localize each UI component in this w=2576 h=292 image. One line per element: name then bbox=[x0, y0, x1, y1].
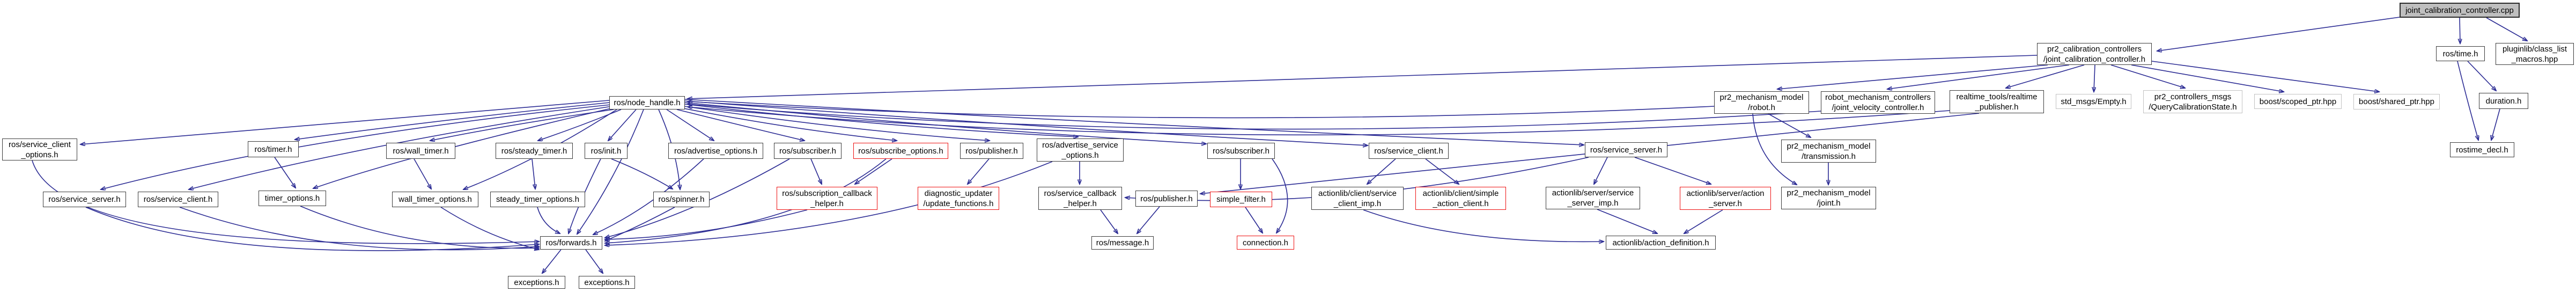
node-ros-publisher-h[interactable]: ros/publisher.h bbox=[960, 143, 1023, 159]
node-ros-service-client-h-2[interactable]: ros/service_client.h bbox=[1369, 143, 1449, 159]
node-exceptions-h[interactable]: exceptions.h bbox=[508, 276, 565, 289]
node-actionlib-client-service-client-imp-h[interactable]: actionlib/client/service_client_imp.h bbox=[1311, 187, 1404, 210]
node-ros-advertise-options-h[interactable]: ros/advertise_options.h bbox=[668, 143, 763, 159]
node-ros-message-h[interactable]: ros/message.h bbox=[1091, 236, 1154, 250]
node-exceptions-h-2[interactable]: exceptions.h bbox=[579, 276, 635, 289]
node-actionlib-action-definition-h[interactable]: actionlib/action_definition.h bbox=[1606, 236, 1716, 250]
node-pr2-mechanism-model-robot-h[interactable]: pr2_mechanism_model/robot.h bbox=[1714, 91, 1809, 114]
node-ros-subscribe-options-h[interactable]: ros/subscribe_options.h bbox=[853, 143, 948, 159]
node-ros-advertise-service-options-h[interactable]: ros/advertise_service_options.h bbox=[1037, 138, 1124, 162]
node-std-msgs-empty-h: std_msgs/Empty.h bbox=[2056, 94, 2131, 109]
node-wall-timer-options-h[interactable]: wall_timer_options.h bbox=[392, 192, 478, 207]
node-pr2-calibration-controllers-joint-calibration-controller-h[interactable]: pr2_calibration_controllers/joint_calibr… bbox=[2037, 43, 2152, 65]
node-ros-steady-timer-h[interactable]: ros/steady_timer.h bbox=[496, 143, 573, 159]
node-rostime-decl-h[interactable]: rostime_decl.h bbox=[2450, 142, 2514, 157]
node-ros-spinner-h[interactable]: ros/spinner.h bbox=[653, 192, 710, 207]
node-ros-publisher-h-2[interactable]: ros/publisher.h bbox=[1135, 191, 1198, 207]
node-ros-service-server-h-2[interactable]: ros/service_server.h bbox=[1585, 142, 1667, 157]
node-connection-h[interactable]: connection.h bbox=[1237, 236, 1294, 250]
node-diagnostic-updater-update-functions-h[interactable]: diagnostic_updater/update_functions.h bbox=[918, 187, 999, 210]
node-duration-h[interactable]: duration.h bbox=[2479, 93, 2528, 109]
node-ros-service-client-h[interactable]: ros/service_client.h bbox=[138, 192, 218, 207]
node-ros-subscriber-h[interactable]: ros/subscriber.h bbox=[774, 143, 842, 159]
node-ros-service-callback-helper-h[interactable]: ros/service_callback_helper.h bbox=[1038, 187, 1122, 210]
node-ros-subscriber-h-2[interactable]: ros/subscriber.h bbox=[1207, 143, 1275, 159]
node-actionlib-server-action-server-h[interactable]: actionlib/server/action_server.h bbox=[1680, 187, 1771, 210]
node-ros-service-server-h[interactable]: ros/service_server.h bbox=[43, 192, 126, 207]
node-ros-node-handle-h[interactable]: ros/node_handle.h bbox=[609, 96, 685, 110]
node-ros-time-h[interactable]: ros/time.h bbox=[2436, 46, 2485, 61]
node-joint-calibration-controller-cpp: joint_calibration_controller.cpp bbox=[2400, 3, 2520, 18]
node-ros-wall-timer-h[interactable]: ros/wall_timer.h bbox=[386, 143, 455, 159]
node-pr2-controllers-msgs-querycalibrationstate-h: pr2_controllers_msgs/QueryCalibrationSta… bbox=[2143, 90, 2242, 113]
node-ros-forwards-h[interactable]: ros/forwards.h bbox=[540, 236, 602, 250]
node-ros-subscription-callback-helper-h[interactable]: ros/subscription_callback_helper.h bbox=[777, 187, 877, 210]
node-simple-filter-h[interactable]: simple_filter.h bbox=[1210, 192, 1272, 207]
node-realtime-tools-realtime-publisher-h[interactable]: realtime_tools/realtime_publisher.h bbox=[1950, 90, 2044, 113]
node-boost-shared-ptr-hpp: boost/shared_ptr.hpp bbox=[2353, 94, 2440, 110]
node-actionlib-client-simple-action-client-h[interactable]: actionlib/client/simple_action_client.h bbox=[1415, 187, 1506, 210]
node-robot-mechanism-controllers-joint-velocity-controller-h[interactable]: robot_mechanism_controllers/joint_veloci… bbox=[1821, 91, 1935, 114]
node-pr2-mechanism-model-joint-h[interactable]: pr2_mechanism_model/joint.h bbox=[1781, 187, 1876, 209]
node-boost-scoped-ptr-hpp: boost/scoped_ptr.hpp bbox=[2254, 94, 2342, 109]
node-ros-timer-h[interactable]: ros/timer.h bbox=[248, 141, 299, 157]
node-timer-options-h[interactable]: timer_options.h bbox=[259, 191, 326, 206]
node-ros-service-client-options-h[interactable]: ros/service_client_options.h bbox=[2, 138, 77, 160]
node-pr2-mechanism-model-transmission-h[interactable]: pr2_mechanism_model/transmission.h bbox=[1781, 140, 1876, 163]
node-ros-init-h[interactable]: ros/init.h bbox=[585, 143, 628, 159]
node-steady-timer-options-h[interactable]: steady_timer_options.h bbox=[490, 192, 585, 207]
node-pluginlib-class-list-macros-hpp[interactable]: pluginlib/class_list_macros.hpp bbox=[2496, 43, 2574, 65]
node-actionlib-server-service-server-imp-h[interactable]: actionlib/server/service_server_imp.h bbox=[1546, 187, 1640, 209]
